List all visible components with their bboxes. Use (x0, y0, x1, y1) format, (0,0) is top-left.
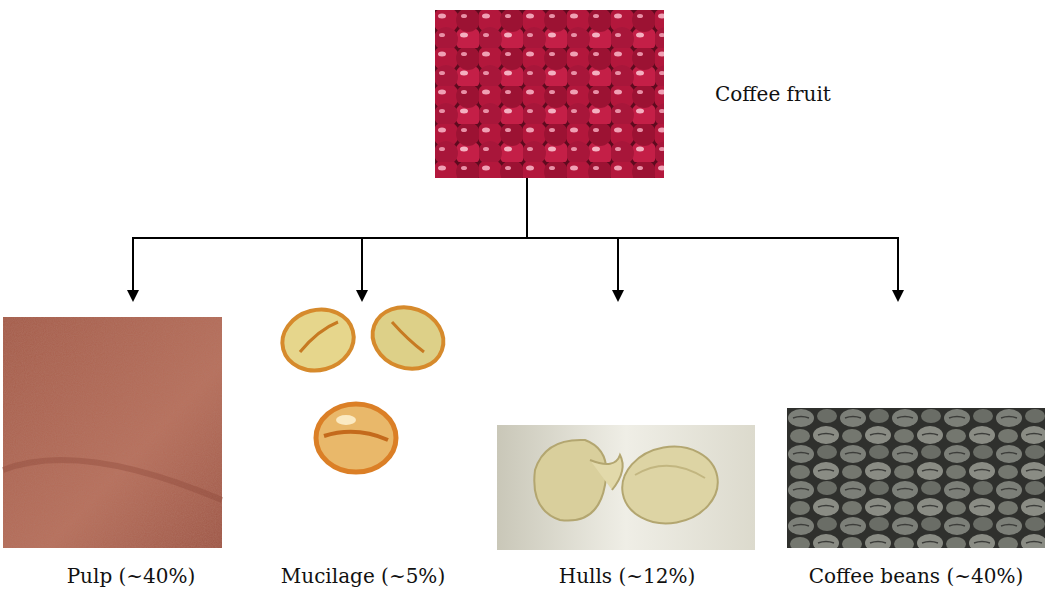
hulls-background (497, 425, 755, 550)
bean-crease (392, 322, 424, 352)
coffee-beans-photo (787, 408, 1045, 548)
tree-connector (356, 178, 527, 302)
photo-node: Pulp (~40%) (3, 302, 225, 598)
tree-connector (527, 178, 624, 302)
mucilage-bean (364, 297, 452, 378)
bean-gloss (336, 415, 356, 425)
pulp-shade (3, 460, 222, 500)
photo-node: Hulls (~12%) (490, 302, 762, 598)
mucilage-bean (275, 302, 360, 379)
bean-crease (324, 432, 388, 440)
tree-connector (527, 178, 904, 302)
hull-shell (616, 439, 724, 531)
photo-caption: Pulp (~40%) (67, 564, 196, 588)
hull-crease (635, 466, 705, 478)
photo-node: Coffee fruit (435, 10, 855, 178)
pulp-texture (3, 317, 222, 548)
pulp-photo (3, 317, 222, 548)
mucilage-photo (275, 297, 452, 472)
photo-caption: Coffee beans (~40%) (809, 564, 1023, 588)
photo-caption: Coffee fruit (715, 82, 831, 106)
pulp-grain (3, 317, 222, 548)
tree-connector (127, 178, 527, 302)
coffee-fruit-photo (435, 10, 664, 178)
hulls-photo (497, 425, 755, 550)
photo-node: Coffee beans (~40%) (782, 302, 1047, 598)
hull-shell (534, 440, 606, 521)
photo-caption: Hulls (~12%) (559, 564, 696, 588)
photo-caption: Mucilage (~5%) (281, 564, 445, 588)
hull-fragment (590, 455, 623, 490)
photo-node: Mucilage (~5%) (268, 302, 458, 598)
bean-crease (300, 322, 338, 352)
mucilage-bean (316, 404, 396, 472)
